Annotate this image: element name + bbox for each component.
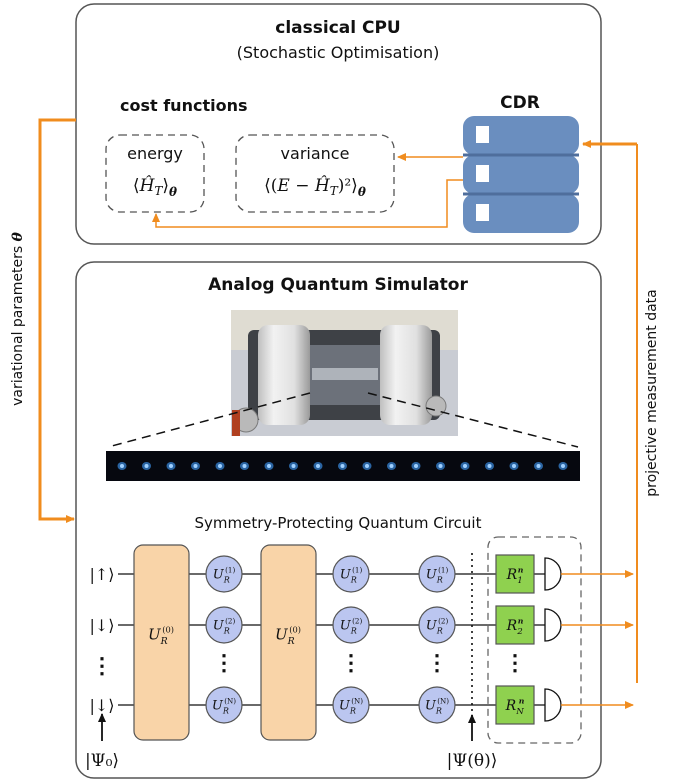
variational-parameters-label: variational parameters θ xyxy=(10,231,26,405)
detector-icon xyxy=(544,688,562,722)
energy-cost-box: energy ⟨ĤT⟩θ xyxy=(105,134,205,213)
local-gate-circle xyxy=(332,555,370,593)
rotation-gate-label: RNn xyxy=(505,697,525,718)
local-gate-circle xyxy=(332,686,370,724)
local-gate-circle xyxy=(332,606,370,644)
simulator-panel: Analog Quantum Simulator Symmetry-Protec… xyxy=(75,261,634,779)
cpu-panel: classical CPU (Stochastic Optimisation) … xyxy=(75,3,602,245)
quantum-circuit: |↑⟩|↓⟩⋮|↓⟩≈≈≈UR(0)UR(0)UR(1)UR(2)UR(N)⋮U… xyxy=(85,536,634,771)
vertical-dots: ⋮ xyxy=(426,650,448,676)
simulator-title: Analog Quantum Simulator xyxy=(208,275,468,295)
ion-core xyxy=(561,464,565,468)
rotation-gate-label: R1n xyxy=(506,566,524,587)
energy-label: energy xyxy=(127,144,183,163)
cdr-database-icon xyxy=(463,116,579,233)
qubit-label: ⋮ xyxy=(91,653,113,679)
ion-core xyxy=(487,464,492,468)
variational-parameters-arrow xyxy=(38,118,76,523)
local-gate-label: UR(N) xyxy=(339,697,363,716)
zoom-line-left xyxy=(107,392,311,448)
zoom-line-right xyxy=(367,392,579,448)
local-gate-label: UR(N) xyxy=(425,697,449,716)
detector-icon xyxy=(544,608,562,642)
final-state-label: |Ψ(θ)⟩ xyxy=(447,751,498,771)
ion-core xyxy=(536,464,541,468)
vertical-dots: ⋮ xyxy=(504,650,526,676)
ion-core xyxy=(169,464,173,468)
ion-core xyxy=(438,464,443,468)
global-gate-box xyxy=(133,544,190,741)
rotation-gate xyxy=(495,685,535,725)
qubit-label: |↓⟩ xyxy=(89,696,114,715)
ion-core xyxy=(512,464,516,468)
qubit-label: |↑⟩ xyxy=(89,565,114,584)
local-gate-circle xyxy=(205,686,243,724)
ion-core xyxy=(316,464,320,468)
cpu-title: classical CPU xyxy=(275,18,400,38)
cost-functions-label: cost functions xyxy=(120,96,247,115)
detector-icon xyxy=(544,557,562,591)
energy-formula: ⟨ĤT⟩θ xyxy=(133,175,177,199)
local-gate-circle xyxy=(418,686,456,724)
theta-symbol: θ xyxy=(10,231,26,241)
local-gate-label: UR(N) xyxy=(212,697,236,716)
ion-core xyxy=(340,464,345,468)
cpu-subtitle: (Stochastic Optimisation) xyxy=(237,43,440,62)
local-gate-label: UR(2) xyxy=(213,617,236,636)
local-gate-circle xyxy=(205,555,243,593)
ion-core xyxy=(365,464,369,468)
ion-core xyxy=(120,464,124,468)
measurement-box xyxy=(487,536,582,744)
projective-measurement-label: projective measurement data xyxy=(644,289,660,496)
ion-core xyxy=(463,464,467,468)
global-gate-label: UR(0) xyxy=(148,625,174,647)
vertical-dots: ⋮ xyxy=(213,650,235,676)
qubit-label: |↓⟩ xyxy=(89,616,114,635)
ion-core xyxy=(414,464,418,468)
vertical-dots: ⋮ xyxy=(340,650,362,676)
local-gate-label: UR(1) xyxy=(213,566,236,585)
feedback-arrows xyxy=(38,118,638,683)
ion-core xyxy=(193,464,198,468)
ion-trap-photo xyxy=(231,310,458,436)
ion-core xyxy=(291,464,296,468)
ion-chain-image xyxy=(106,451,580,481)
local-gate-label: UR(1) xyxy=(340,566,363,585)
variance-cost-box: variance ⟨(E − ĤT)²⟩θ xyxy=(235,134,395,213)
variance-label: variance xyxy=(281,144,350,163)
ion-core xyxy=(267,464,271,468)
local-gate-circle xyxy=(205,606,243,644)
local-gate-circle xyxy=(418,606,456,644)
variance-formula: ⟨(E − ĤT)²⟩θ xyxy=(264,175,366,199)
ion-core xyxy=(144,464,149,468)
rotation-gate-label: R2n xyxy=(506,617,524,638)
circuit-title: Symmetry-Protecting Quantum Circuit xyxy=(195,514,482,532)
cdr-label: CDR xyxy=(500,93,540,113)
local-gate-label: UR(2) xyxy=(426,617,449,636)
global-gate-label: UR(0) xyxy=(275,625,301,647)
local-gate-label: UR(2) xyxy=(340,617,363,636)
rotation-gate xyxy=(495,554,535,594)
rotation-gate xyxy=(495,605,535,645)
global-gate-box xyxy=(260,544,317,741)
local-gate-label: UR(1) xyxy=(426,566,449,585)
ion-core xyxy=(218,464,222,468)
initial-state-label: |Ψ₀⟩ xyxy=(85,751,119,771)
cdr-to-energy-arrow xyxy=(152,179,463,228)
ion-core xyxy=(389,464,394,468)
local-gate-circle xyxy=(418,555,456,593)
ion-core xyxy=(242,464,247,468)
